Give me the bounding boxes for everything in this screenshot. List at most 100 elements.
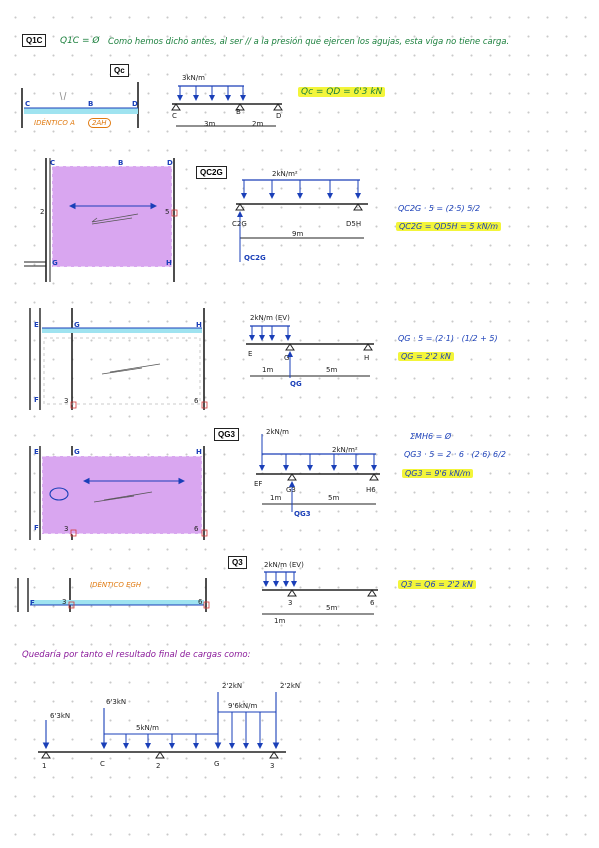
beam-g-load: 2kN/m (EV) bbox=[250, 314, 290, 322]
beam-3 bbox=[262, 571, 378, 615]
c2g-result: QC2G = QD5H = 5 kN/m bbox=[396, 222, 502, 231]
g3-eq1: QG3 · 5 = 2 · 6 · (2·6) 6/2 bbox=[404, 450, 506, 459]
beam-g3-reaction: QG3 bbox=[294, 510, 311, 518]
g-eq1: QG · 5 = (2·1) · (1/2 + 5) bbox=[398, 334, 498, 343]
wall-3c-label: 3 bbox=[62, 598, 67, 606]
beam-g bbox=[246, 325, 374, 378]
beam-c-node-c: C bbox=[172, 112, 177, 120]
beam-g-dim-1: 1m bbox=[262, 366, 274, 374]
summary-text: Quedaría por tanto el resultado final de… bbox=[22, 650, 251, 660]
identico-ref: 2AH bbox=[88, 118, 111, 128]
beam-g3-node-g3: G3 bbox=[286, 486, 296, 494]
wall-3b-label: 3 bbox=[64, 525, 69, 533]
beam-c-node-d: D bbox=[276, 112, 282, 120]
section-c-walls bbox=[21, 82, 139, 128]
wall-h3-label: H bbox=[196, 321, 202, 329]
q1c-eq: Q1C = Ø bbox=[60, 36, 100, 46]
summary-node-c: C bbox=[100, 760, 105, 768]
beam-g-node-h: H bbox=[364, 354, 370, 362]
summary-node-g: G bbox=[214, 760, 220, 768]
beam-g-node-g: G bbox=[284, 354, 290, 362]
q3-tag: Q3 bbox=[228, 556, 247, 569]
beam-3-dim-1: 1m bbox=[274, 617, 286, 625]
wall-e-label: E bbox=[34, 321, 39, 329]
beam-3-node-3: 3 bbox=[288, 599, 293, 607]
beam-g-reaction: QG bbox=[290, 380, 302, 388]
g3-eq0: ΣMH6 = Ø bbox=[410, 432, 452, 441]
wall-c-label: C bbox=[25, 100, 31, 108]
wall-f5-label: F bbox=[30, 599, 35, 607]
wall-c2-label: C bbox=[50, 159, 56, 167]
beam-c-dim-1: 3m bbox=[204, 120, 216, 128]
wall-2-label: 2 bbox=[40, 208, 45, 216]
beam-g3-node-ef: EF bbox=[254, 480, 263, 488]
summary-load-4: 2'2kN bbox=[222, 682, 243, 690]
summary-node-3: 3 bbox=[270, 762, 275, 770]
wall-6-label: 6 bbox=[194, 397, 199, 405]
q3-result: Q3 = Q6 = 2'2 kN bbox=[398, 580, 476, 589]
wall-6b-label: 6 bbox=[194, 525, 199, 533]
beam-c2g-node-c2g: C2G bbox=[232, 220, 247, 228]
beam-g3-node-h6: H6 bbox=[366, 486, 376, 494]
section-3-walls bbox=[17, 578, 210, 612]
beam-g3 bbox=[256, 434, 380, 512]
beam-g-node-e: E bbox=[248, 350, 253, 358]
wall-d-label: D bbox=[132, 100, 138, 108]
beam-g3-dim-1: 1m bbox=[270, 494, 282, 502]
beam-g3-load-right: 2kN/m² bbox=[332, 446, 358, 454]
summary-load-5: 9'6kN/m bbox=[228, 702, 258, 710]
beam-c2g-node-d5h: D5H bbox=[346, 220, 362, 228]
wall-g3-label: G bbox=[74, 321, 80, 329]
summary-load-3: 5kN/m bbox=[136, 724, 159, 732]
wall-3-label: 3 bbox=[64, 397, 69, 405]
beam-3-load: 2kN/m (EV) bbox=[264, 561, 304, 569]
summary-beam bbox=[38, 692, 286, 759]
wall-f4-label: F bbox=[34, 524, 39, 532]
beam-g3-dim-2: 5m bbox=[328, 494, 340, 502]
wall-g4-label: G bbox=[74, 448, 80, 456]
wall-f-label: F bbox=[34, 396, 39, 404]
qc-result: Qc = QD = 6'3 kN bbox=[298, 87, 386, 97]
wall-h4-label: H bbox=[196, 448, 202, 456]
identico-egh: IDÉNTICO EGH bbox=[90, 581, 142, 589]
g3-result: QG3 = 9'6 kN/m bbox=[402, 469, 474, 478]
beam-c2g-dim: 9m bbox=[292, 230, 304, 238]
beam-c-load: 3kN/m bbox=[182, 74, 205, 82]
wall-g-label: G bbox=[52, 259, 58, 267]
beam-c-node-b: B bbox=[236, 108, 241, 116]
qc2g-tag: QC2G bbox=[196, 166, 227, 179]
beam-c2g bbox=[235, 179, 368, 262]
section-c2g-walls bbox=[24, 158, 178, 282]
beam-3-node-6: 6 bbox=[370, 599, 375, 607]
wall-h-label: H bbox=[166, 259, 172, 267]
qg3-tag: QG3 bbox=[214, 428, 239, 441]
summary-node-1: 1 bbox=[42, 762, 47, 770]
wall-d2-label: D bbox=[167, 159, 173, 167]
beam-c2g-load: 2kN/m² bbox=[272, 170, 298, 178]
wall-b2-label: B bbox=[118, 159, 124, 167]
g-result: QG = 2'2 kN bbox=[398, 352, 454, 361]
header-text: Como hemos dicho antes, al ser // a la p… bbox=[108, 36, 510, 46]
wall-e4-label: E bbox=[34, 448, 39, 456]
wall-6c-label: 6 bbox=[198, 598, 203, 606]
summary-load-2: 6'3kN bbox=[106, 698, 127, 706]
beam-g3-load-left: 2kN/m bbox=[266, 428, 289, 436]
beam-c2g-reaction: QC2G bbox=[244, 254, 266, 262]
section-g-walls bbox=[29, 308, 208, 410]
section-g3-walls bbox=[29, 446, 208, 540]
summary-node-2: 2 bbox=[156, 762, 161, 770]
c2g-eq1: QC2G · 5 = (2·5) 5/2 bbox=[398, 204, 481, 213]
identico-label: IDÉNTICO A bbox=[34, 119, 75, 127]
q1c-tag: Q1C bbox=[22, 34, 47, 47]
qc-tag: Qc bbox=[110, 64, 129, 77]
beam-c bbox=[171, 85, 283, 127]
beam-g-dim-2: 5m bbox=[326, 366, 338, 374]
summary-load-1: 6'3kN bbox=[50, 712, 71, 720]
wall-5-label: 5 bbox=[165, 208, 170, 216]
beam-3-dim-2: 5m bbox=[326, 604, 338, 612]
summary-load-6: 2'2kN bbox=[280, 682, 301, 690]
wall-b-label: B bbox=[88, 100, 94, 108]
beam-c-dim-2: 2m bbox=[252, 120, 264, 128]
